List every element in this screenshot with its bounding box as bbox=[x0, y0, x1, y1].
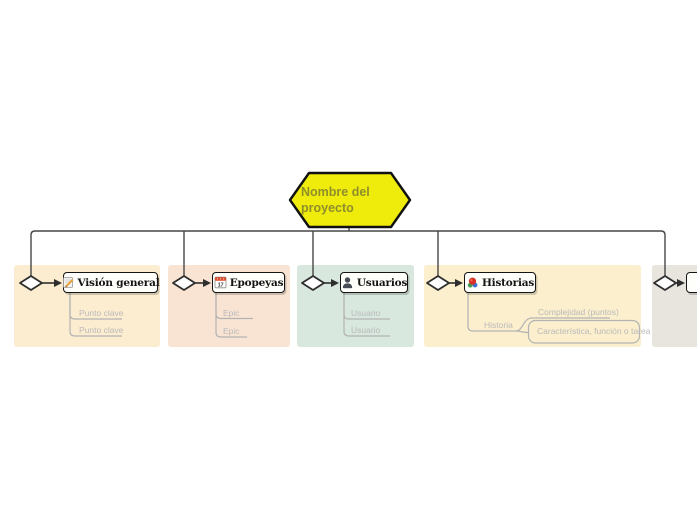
trunk-connectors bbox=[30, 227, 666, 276]
subitem-epic-2[interactable]: Epic bbox=[223, 326, 240, 336]
root-node-label[interactable]: Nombre del proyecto bbox=[301, 185, 370, 215]
node-label: Visión general bbox=[77, 276, 160, 289]
calendar-icon: 17 bbox=[214, 276, 227, 288]
root-node-hexagon[interactable] bbox=[288, 171, 412, 229]
flower-icon bbox=[467, 277, 478, 288]
subitem-caracteristica[interactable]: Característica, función o tarea bbox=[537, 326, 651, 336]
subitem-punto-clave-1[interactable]: Punto clave bbox=[79, 308, 124, 318]
node-historias[interactable]: Historias bbox=[464, 272, 536, 293]
subitem-epic-1[interactable]: Epic bbox=[223, 307, 240, 318]
collapse-handle-historias[interactable] bbox=[426, 275, 450, 291]
collapse-handle-epopeyas[interactable] bbox=[172, 275, 196, 291]
collapse-handle-clipped[interactable] bbox=[653, 275, 677, 291]
node-usuarios[interactable]: Usuarios bbox=[340, 272, 408, 293]
subitem-historia[interactable]: Historia bbox=[484, 320, 513, 330]
node-label: Usuarios bbox=[356, 276, 408, 289]
node-label: Historias bbox=[481, 276, 535, 289]
collapse-handle-usuarios[interactable] bbox=[301, 275, 325, 291]
subitem-connectors bbox=[69, 293, 641, 344]
subitem-usuario-1[interactable]: Usuario bbox=[351, 308, 381, 318]
node-clipped-branch[interactable] bbox=[686, 272, 697, 293]
node-epopeyas[interactable]: 17 Epopeyas bbox=[212, 272, 285, 293]
subitem-usuario-2[interactable]: Usuario bbox=[351, 325, 381, 335]
note-pencil-icon bbox=[62, 277, 73, 288]
person-icon bbox=[342, 277, 353, 289]
collapse-handle-vision[interactable] bbox=[19, 275, 43, 291]
node-label: Epopeyas bbox=[229, 276, 284, 289]
node-vision-general[interactable]: Visión general bbox=[62, 272, 160, 293]
subitem-punto-clave-2[interactable]: Punto clave bbox=[79, 325, 124, 335]
subitem-complejidad[interactable]: Complejidad (puntos) bbox=[538, 307, 619, 317]
arrow-heads bbox=[54, 279, 685, 287]
svg-text:17: 17 bbox=[217, 282, 223, 288]
